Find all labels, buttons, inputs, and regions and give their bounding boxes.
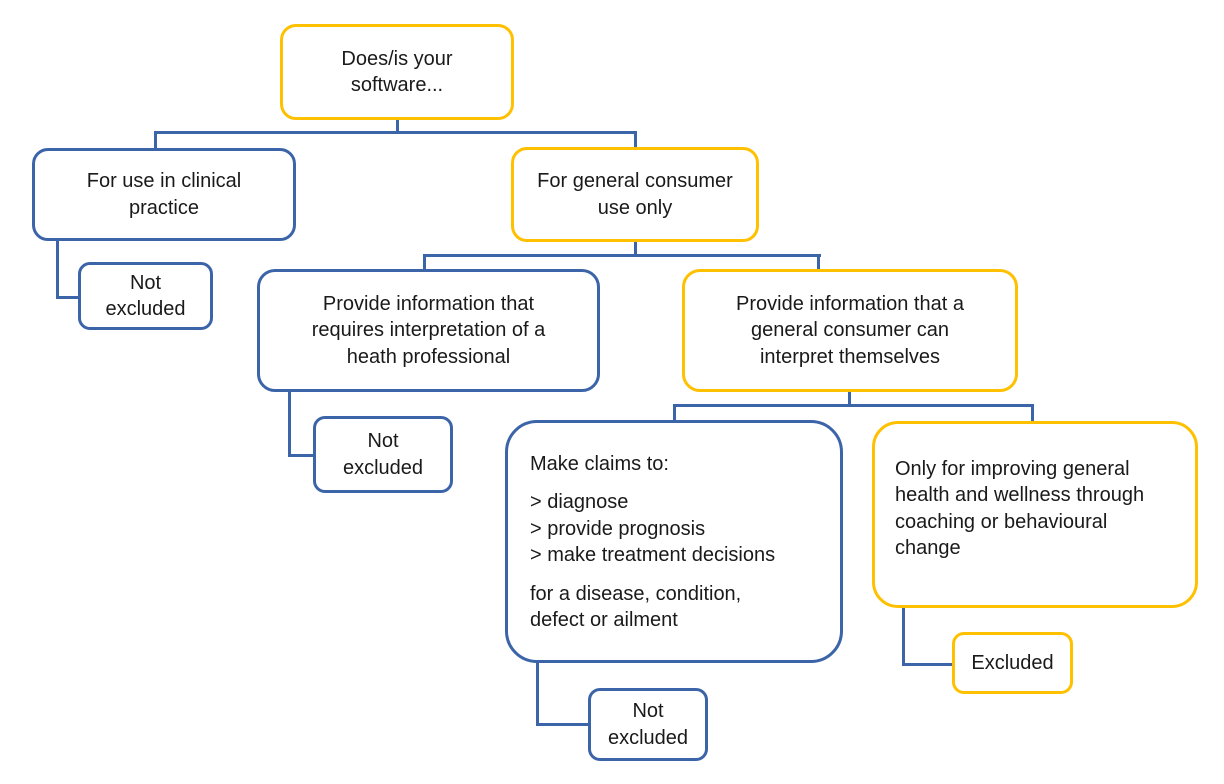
- node-excluded: Excluded: [952, 632, 1073, 694]
- connector-bus1-left-drop: [154, 131, 157, 149]
- connector-claims-elbow-v: [536, 661, 539, 726]
- connector-bus1-right-drop: [634, 131, 637, 148]
- connector-bus2-right-drop: [817, 254, 820, 270]
- connector-clinical-elbow-h: [56, 296, 80, 299]
- connector-root-stem: [396, 120, 399, 134]
- node-root-question-text: Does/is your software...: [341, 47, 453, 96]
- connector-bus3-left-drop: [673, 404, 676, 421]
- node-consumer-interpret: Provide information that a general consu…: [682, 269, 1018, 392]
- connector-wellness-elbow-h: [902, 663, 954, 666]
- node-consumer-interpret-text: Provide information that a general consu…: [736, 292, 964, 368]
- node-make-claims-header: Make claims to:: [530, 453, 669, 475]
- connector-wellness-elbow-v: [902, 606, 905, 666]
- connector-bus3: [673, 404, 1034, 407]
- node-not-excluded-3-text: Not excluded: [607, 700, 689, 749]
- connector-claims-elbow-h: [536, 723, 590, 726]
- node-not-excluded-1-text: Not excluded: [105, 271, 186, 320]
- node-requires-interpretation: Provide information that requires interp…: [257, 269, 600, 392]
- connector-bus2-left-drop: [423, 254, 426, 270]
- node-not-excluded-1: Not excluded: [78, 262, 213, 330]
- connector-clinical-elbow-v: [56, 240, 59, 299]
- connector-interpretation-elbow-v: [288, 390, 291, 457]
- connector-bus2: [423, 254, 821, 257]
- node-make-claims-items: > diagnose > provide prognosis > make tr…: [530, 491, 776, 567]
- connector-interpretation-elbow-h: [288, 454, 315, 457]
- node-clinical-practice-text: For use in clinical practice: [86, 170, 242, 219]
- node-not-excluded-2-text: Not excluded: [342, 430, 424, 479]
- node-general-consumer: For general consumer use only: [511, 147, 759, 242]
- node-clinical-practice: For use in clinical practice: [32, 148, 296, 241]
- connector-consumer-stem: [634, 240, 637, 257]
- node-not-excluded-3: Not excluded: [588, 688, 708, 761]
- node-requires-interpretation-text: Provide information that requires interp…: [311, 292, 546, 368]
- node-make-claims: Make claims to: > diagnose > provide pro…: [505, 420, 843, 663]
- node-root-question: Does/is your software...: [280, 24, 514, 120]
- node-general-consumer-text: For general consumer use only: [537, 170, 733, 219]
- node-make-claims-footer: for a disease, condition, defect or ailm…: [530, 582, 742, 631]
- node-wellness-coaching-text: Only for improving general health and we…: [895, 458, 1145, 560]
- connector-selfinterpret-stem: [848, 390, 851, 407]
- connector-bus3-right-drop: [1031, 404, 1034, 422]
- node-wellness-coaching: Only for improving general health and we…: [872, 421, 1198, 608]
- node-excluded-text: Excluded: [971, 651, 1054, 674]
- connector-bus1: [154, 131, 637, 134]
- node-not-excluded-2: Not excluded: [313, 416, 453, 493]
